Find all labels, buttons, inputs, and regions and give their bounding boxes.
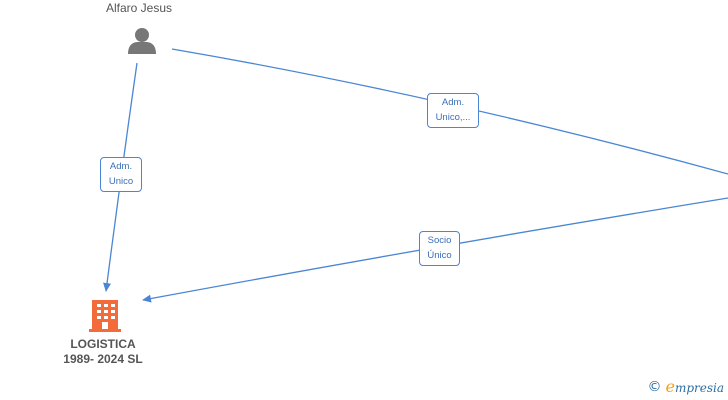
person-icon[interactable] xyxy=(128,28,156,54)
edge-label-line2: Unico xyxy=(108,176,134,187)
edge-label-line1: Adm. xyxy=(441,97,465,108)
copyright-symbol: © xyxy=(647,378,662,395)
building-icon[interactable] xyxy=(89,300,121,332)
edge-label-line1: Adm. xyxy=(109,161,133,172)
edge-label-line2: Único xyxy=(427,250,452,261)
edge-label-line1: Socio xyxy=(427,235,452,246)
edge-label-line2: Unico,... xyxy=(435,112,471,123)
empresia-watermark[interactable]: © empresia xyxy=(647,377,724,396)
brand-logo: empresia xyxy=(665,377,724,396)
edge-label-socio-unico[interactable]: Socio Único xyxy=(419,231,460,266)
edge-label-adm-unico[interactable]: Adm. Unico xyxy=(100,157,142,192)
edge-label-adm-unico-multi[interactable]: Adm. Unico,... xyxy=(427,93,479,128)
person-name[interactable]: Alfaro Jesus xyxy=(105,1,173,15)
company-name-line2: 1989- 2024 SL xyxy=(63,352,143,366)
company-name-line1: LOGISTICA xyxy=(70,337,136,351)
company-name[interactable]: LOGISTICA 1989- 2024 SL xyxy=(33,337,173,367)
